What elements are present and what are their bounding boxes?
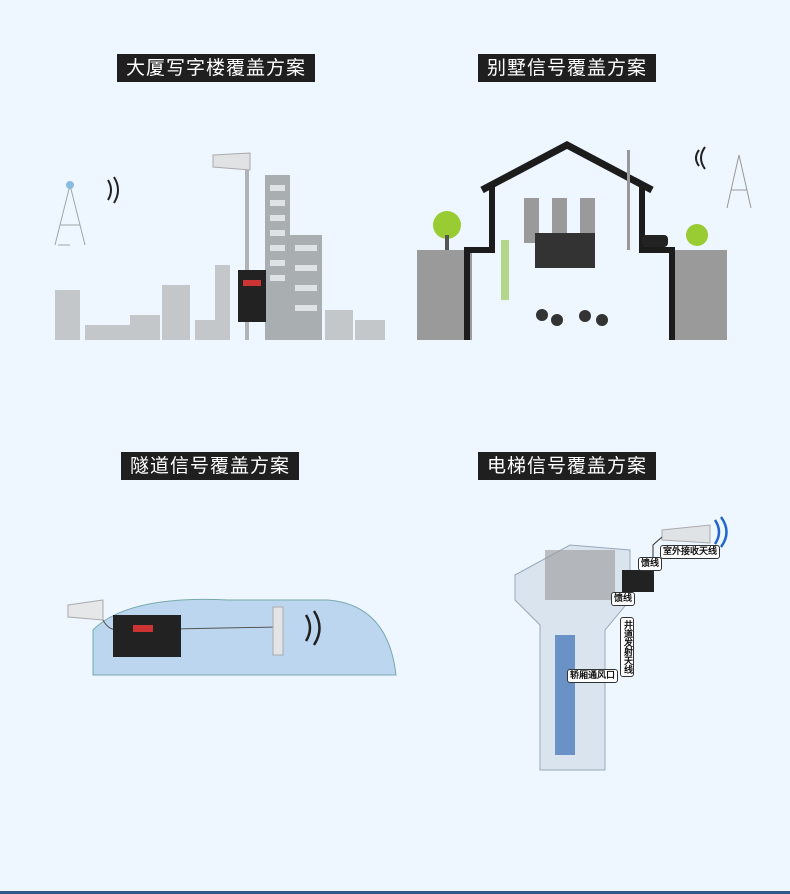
section-title-office: 大厦写字楼覆盖方案 <box>117 54 316 82</box>
section-title-villa: 别墅信号覆盖方案 <box>478 54 657 82</box>
repeater-icon <box>113 615 181 657</box>
label-outdoor-antenna: 室外接收天线 <box>660 545 721 559</box>
signal-icon <box>695 146 706 170</box>
section-title-tunnel: 隧道信号覆盖方案 <box>121 452 300 480</box>
tower-icon <box>726 154 752 209</box>
label-feeder-bottom: 馈线 <box>611 592 636 606</box>
section-title-elevator: 电梯信号覆盖方案 <box>478 452 657 480</box>
repeater-icon <box>622 570 654 592</box>
label-shaft-antenna: 井道发射天线 <box>620 617 634 677</box>
signal-icon <box>107 176 119 204</box>
label-car-vent: 轿厢通风口 <box>567 669 619 683</box>
car-icon <box>642 235 668 247</box>
repeater-icon <box>535 233 595 268</box>
label-feeder-top: 馈线 <box>638 557 663 571</box>
antenna-icon <box>67 599 104 621</box>
ladder-icon <box>501 240 509 300</box>
elevator-illustration <box>514 516 728 771</box>
antenna-icon <box>212 152 251 171</box>
signal-icon <box>304 610 321 646</box>
villa-illustration <box>417 141 752 340</box>
tunnel-illustration <box>67 598 397 676</box>
signal-icon <box>713 516 728 548</box>
tower-icon <box>54 184 86 246</box>
antenna-icon <box>661 524 711 544</box>
bottom-border <box>0 891 790 894</box>
office-illustration <box>54 152 385 340</box>
repeater-icon <box>238 270 266 322</box>
